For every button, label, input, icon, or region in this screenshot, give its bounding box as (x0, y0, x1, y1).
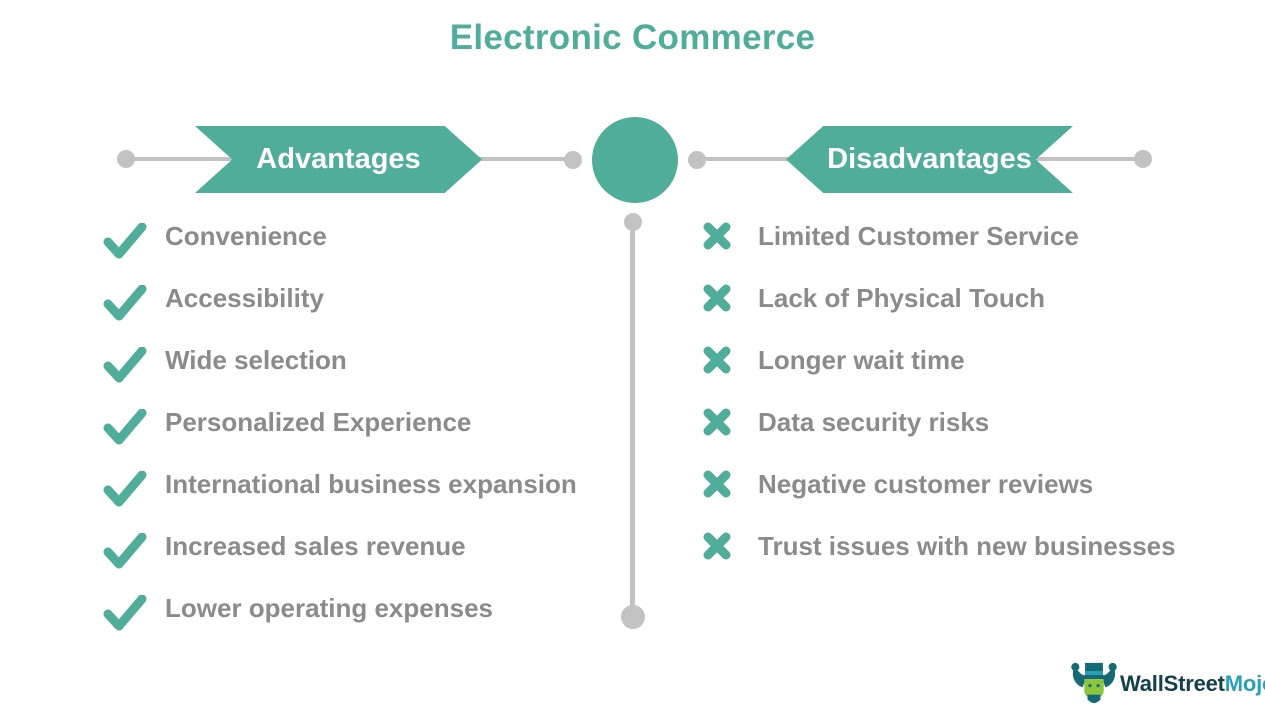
disadvantage-label: Longer wait time (758, 344, 965, 375)
advantage-item: Personalized Experience (103, 391, 577, 453)
check-icon (103, 471, 147, 507)
cross-icon (703, 222, 731, 250)
advantage-item: Increased sales revenue (103, 515, 577, 577)
timeline-dot-vertical-top (624, 213, 642, 231)
disadvantages-banner: Disadvantages (786, 126, 1073, 193)
cross-icon (703, 284, 731, 312)
timeline-dot-far-right (1134, 150, 1152, 168)
check-icon (103, 223, 147, 259)
timeline-dot-vertical-bottom (621, 605, 645, 629)
disadvantage-label: Lack of Physical Touch (758, 282, 1046, 313)
logo-wordmark: WallStreetMojo (1120, 671, 1265, 697)
timeline-line-vertical (630, 231, 635, 606)
advantage-item: Accessibility (103, 267, 577, 329)
advantages-banner-label: Advantages (256, 143, 421, 175)
advantage-label: International business expansion (165, 468, 577, 499)
center-hub-circle (592, 117, 678, 203)
advantage-label: Wide selection (165, 344, 347, 375)
advantage-label: Lower operating expenses (165, 592, 493, 623)
advantage-label: Personalized Experience (165, 406, 472, 437)
advantages-list: Convenience Accessibility Wide selection… (103, 205, 577, 639)
disadvantages-banner-label: Disadvantages (827, 143, 1032, 175)
cross-icon (703, 532, 731, 560)
advantage-item: International business expansion (103, 453, 577, 515)
cross-icon (703, 408, 731, 436)
advantage-label: Increased sales revenue (165, 530, 466, 561)
disadvantage-label: Limited Customer Service (758, 220, 1079, 251)
advantage-item: Convenience (103, 205, 577, 267)
advantage-item: Lower operating expenses (103, 577, 577, 639)
wallstreetmojo-logo: WallStreetMojo (1068, 658, 1265, 710)
check-icon (103, 533, 147, 569)
cross-icon (703, 346, 731, 374)
disadvantage-item: Trust issues with new businesses (703, 515, 1176, 577)
timeline-dot-mid-right (688, 151, 706, 169)
page-title: Electronic Commerce (449, 18, 816, 57)
advantage-label: Accessibility (165, 282, 324, 313)
check-icon (103, 409, 147, 445)
logo-text-wallstreet: WallStreet (1120, 671, 1225, 696)
check-icon (103, 595, 147, 631)
disadvantage-label: Trust issues with new businesses (758, 530, 1176, 561)
logo-text-mojo: Mojo (1224, 671, 1265, 696)
bull-mascot-icon (1071, 662, 1117, 704)
timeline-dot-mid-left (564, 151, 582, 169)
disadvantage-item: Negative customer reviews (703, 453, 1176, 515)
timeline-dot-far-left (117, 150, 135, 168)
disadvantage-item: Data security risks (703, 391, 1176, 453)
disadvantage-item: Longer wait time (703, 329, 1176, 391)
disadvantage-item: Limited Customer Service (703, 205, 1176, 267)
advantage-item: Wide selection (103, 329, 577, 391)
disadvantage-label: Data security risks (758, 406, 990, 437)
advantage-label: Convenience (165, 220, 327, 251)
cross-icon (703, 470, 731, 498)
check-icon (103, 347, 147, 383)
disadvantages-list: Limited Customer Service Lack of Physica… (703, 205, 1176, 577)
advantages-banner: Advantages (195, 126, 482, 193)
disadvantage-label: Negative customer reviews (758, 468, 1094, 499)
disadvantage-item: Lack of Physical Touch (703, 267, 1176, 329)
check-icon (103, 285, 147, 321)
